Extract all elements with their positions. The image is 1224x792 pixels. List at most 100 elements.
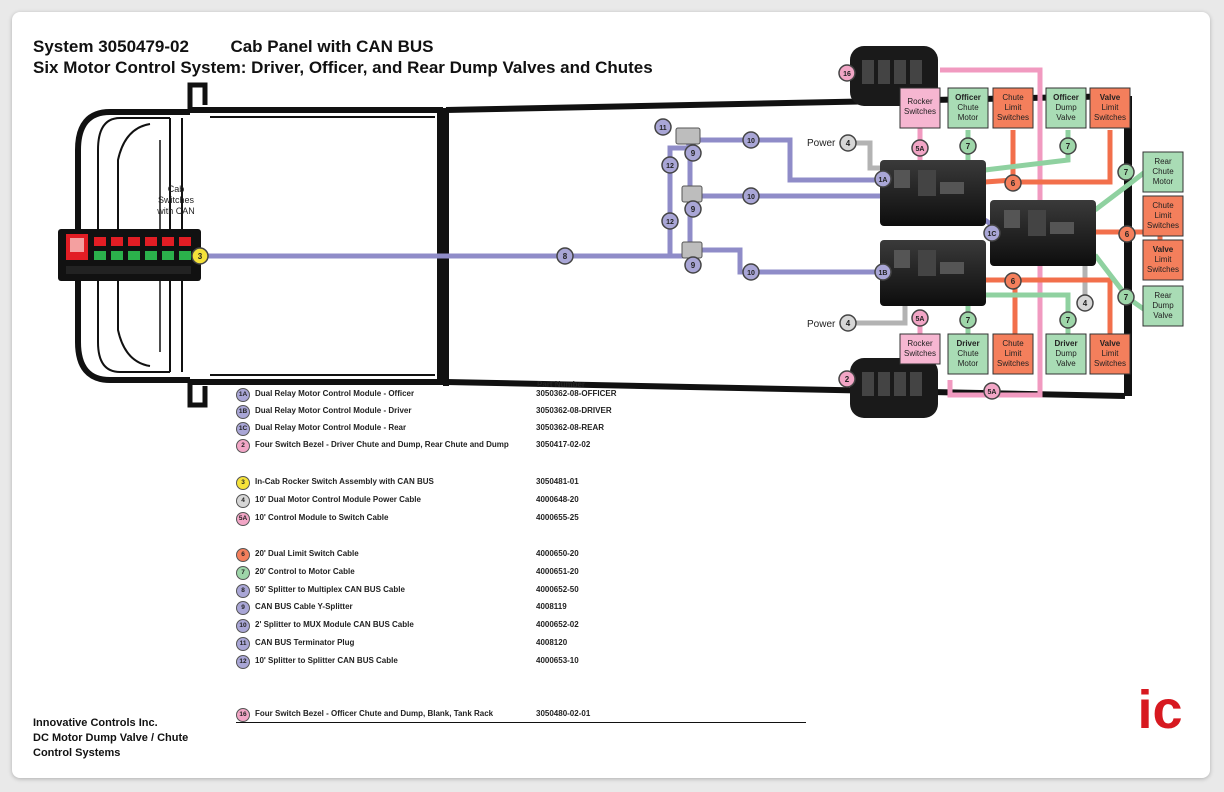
- legend-description: Four Switch Bezel - Driver Chute and Dum…: [255, 440, 509, 449]
- callout-badge-circle: [742, 263, 760, 281]
- callout-badge-label: 5A: [988, 389, 997, 396]
- legend-description: 50' Splitter to Multiplex CAN BUS Cable: [255, 585, 405, 594]
- control-module-1c: [990, 200, 1096, 266]
- callout-badge-circle: [654, 118, 672, 136]
- callout-badge-label: 9: [691, 261, 696, 270]
- legend-part-number: 4000648-20: [536, 495, 579, 504]
- legend-badge: 1C: [236, 422, 250, 436]
- legend-part-number: 4000655-25: [536, 513, 579, 522]
- callout-badge-label: 1A: [879, 177, 888, 184]
- callout-badge-circle: [1059, 311, 1077, 329]
- legend-badge: 6: [236, 548, 250, 562]
- legend-badge: 1A: [236, 388, 250, 402]
- legend-description: 20' Control to Motor Cable: [255, 567, 355, 576]
- legend-description: 20' Dual Limit Switch Cable: [255, 549, 359, 558]
- callout-badge-label: 9: [691, 149, 696, 158]
- callout-badge-circle: [874, 170, 892, 188]
- legend-part-number: 3050417-02-02: [536, 440, 591, 449]
- ic-logo: ic: [1137, 680, 1182, 736]
- legend-description: Dual Relay Motor Control Module - Driver: [255, 406, 412, 415]
- callout-badge-circle: [684, 256, 702, 274]
- callout-badge-circle: [839, 314, 857, 332]
- callout-badge-label: 5A: [916, 146, 925, 153]
- legend-description: 10' Dual Motor Control Module Power Cabl…: [255, 495, 421, 504]
- company-name: Innovative Controls Inc.: [33, 717, 158, 729]
- callout-badge-circle: [1004, 174, 1022, 192]
- legend-part-number: 4008120: [536, 638, 568, 647]
- in-cab-switch-panel: [58, 229, 201, 281]
- legend-divider: [236, 722, 806, 723]
- company-line-3: Control Systems: [33, 747, 121, 759]
- legend-badge: 12: [236, 655, 250, 669]
- callout-badge-circle: [1117, 288, 1135, 306]
- part-number-header: Part Number: [537, 380, 586, 389]
- callout-badge-circle: [556, 247, 574, 265]
- callout-badge-label: 5A: [916, 316, 925, 323]
- callout-badge-label: 9: [691, 205, 696, 214]
- callout-badge-label: 1C: [988, 231, 997, 238]
- legend-part-number: 3050481-01: [536, 477, 579, 486]
- legend-badge: 5A: [236, 512, 250, 526]
- title-line-2: Six Motor Control System: Driver, Office…: [33, 58, 653, 77]
- legend-description: Four Switch Bezel - Officer Chute and Du…: [255, 709, 494, 718]
- legend-part-number: 4008119: [536, 602, 567, 611]
- legend-badge: 9: [236, 601, 250, 615]
- system-number: System 3050479-02: [33, 37, 189, 56]
- callout-badge-circle: [1076, 294, 1094, 312]
- callout-badge-circle: [684, 144, 702, 162]
- legend-part-number: 3050480-02-01: [536, 709, 591, 718]
- legend-row-16: 16 Four Switch Bezel - Officer Chute and …: [236, 708, 696, 724]
- legend-row-2: 2 Four Switch Bezel - Driver Chute and Du…: [236, 439, 696, 455]
- callout-badge-circle: [1059, 137, 1077, 155]
- callout-badge-circle: [983, 224, 1001, 242]
- callout-badge-label: 11: [659, 125, 667, 132]
- component-boxes: [899, 87, 1184, 375]
- can-bus-cables: [200, 136, 995, 275]
- callout-badge-circle: [838, 64, 856, 82]
- callout-badge-label: 3: [198, 252, 203, 261]
- callout-badge-circle: [911, 309, 929, 327]
- callout-badge-label: 10: [747, 270, 755, 277]
- callout-badge-circle: [983, 382, 1001, 400]
- legend-badge: 2: [236, 439, 250, 453]
- callout-badge-label: 7: [1066, 316, 1071, 325]
- callout-badge-label: 1B: [879, 270, 888, 277]
- legend-badge: 16: [236, 708, 250, 722]
- callout-badge-label: 12: [666, 163, 674, 170]
- legend-description: 10' Control Module to Switch Cable: [255, 513, 389, 522]
- callout-badge-circle: [874, 263, 892, 281]
- legend-part-number: 3050362-08-OFFICER: [536, 389, 617, 398]
- callout-badge-label: 2: [845, 375, 850, 384]
- callout-badge-circle: [742, 187, 760, 205]
- legend-part-number: 4000650-20: [536, 549, 579, 558]
- legend-description: In-Cab Rocker Switch Assembly with CAN B…: [255, 477, 434, 486]
- callout-badge-circle: [661, 156, 679, 174]
- callout-badge-circle: [959, 137, 977, 155]
- callout-badge-label: 10: [747, 194, 755, 201]
- legend-description: 2' Splitter to MUX Module CAN BUS Cable: [255, 620, 414, 629]
- callout-badge-label: 4: [1083, 299, 1088, 308]
- four-switch-bezel-bottom: [850, 358, 938, 418]
- legend-part-number: 3050362-08-DRIVER: [536, 406, 612, 415]
- legend-description: CAN BUS Cable Y-Splitter: [255, 602, 353, 611]
- callout-badge-label: 12: [666, 219, 674, 226]
- legend-badge: 7: [236, 566, 250, 580]
- callout-badge-label: 7: [1124, 293, 1129, 302]
- legend-badge: 4: [236, 494, 250, 508]
- legend-part-number: 4000652-50: [536, 585, 579, 594]
- callout-badge-label: 4: [846, 139, 851, 148]
